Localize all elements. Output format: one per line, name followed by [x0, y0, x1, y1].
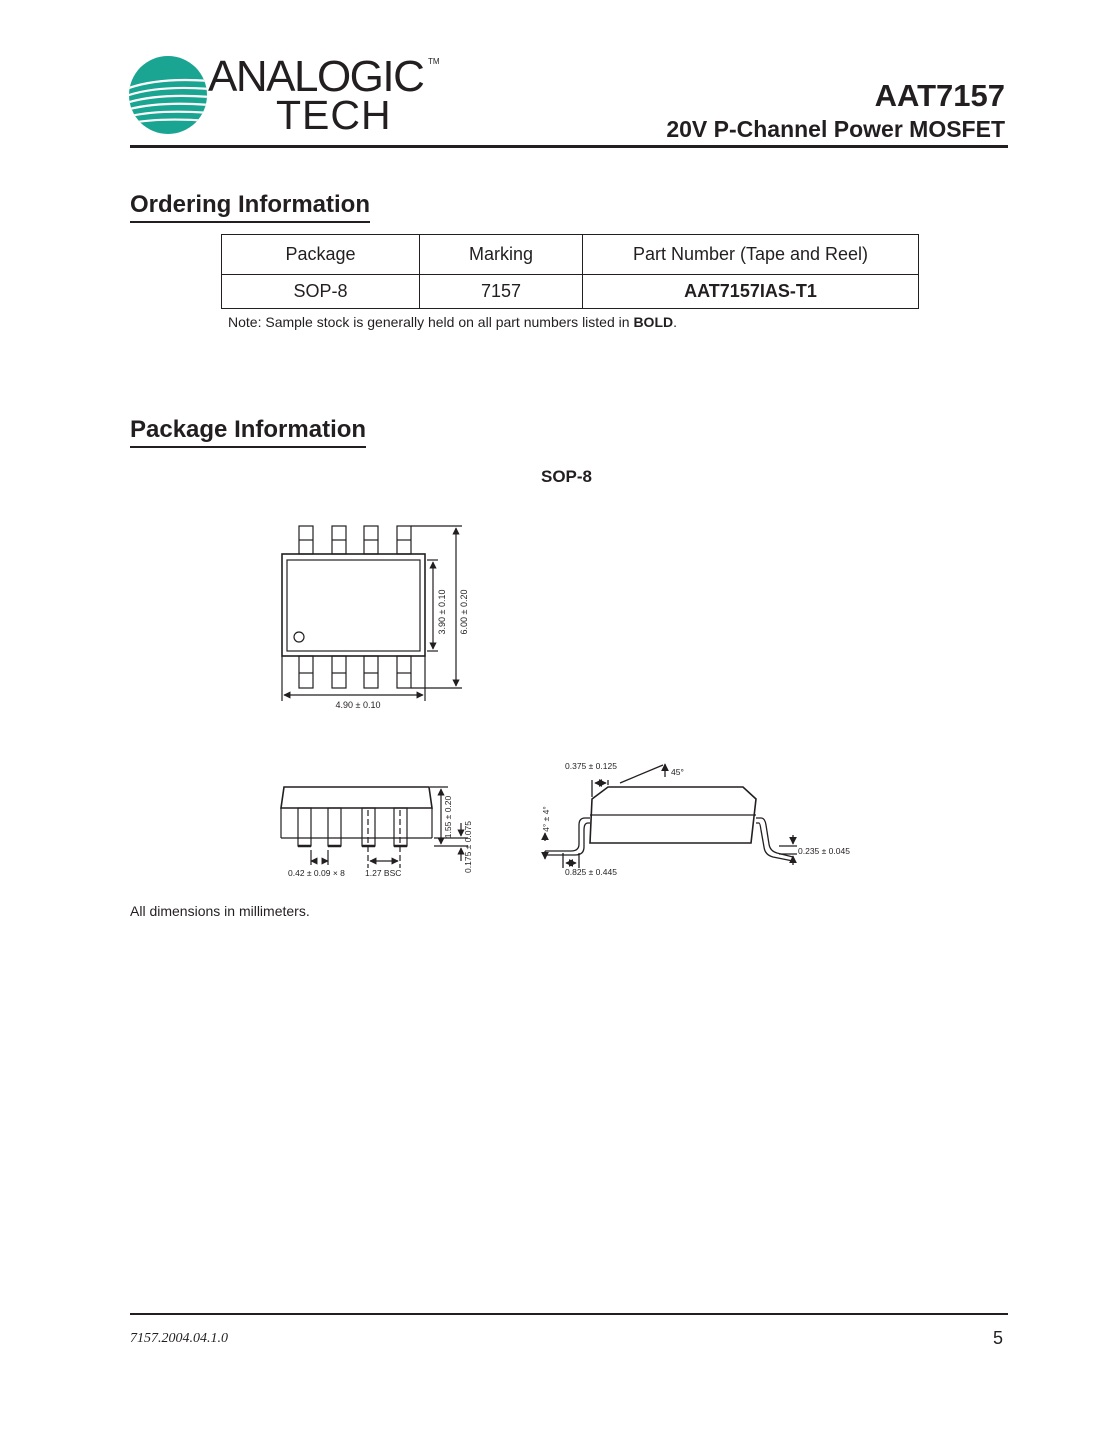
logo-wordmark-analogic: ANALOGIC	[208, 52, 425, 101]
ordering-table: Package Marking Part Number (Tape and Re…	[221, 234, 919, 309]
footer-divider	[130, 1313, 1008, 1315]
dim-overall-width: 6.00 ± 0.20	[459, 590, 469, 635]
cell-part-number: AAT7157IAS-T1	[582, 274, 919, 309]
package-caption: SOP-8	[541, 467, 593, 486]
cell-marking: 7157	[419, 274, 583, 309]
dim-body-length: 4.90 ± 0.10	[336, 700, 381, 710]
ordering-heading: Ordering Information	[130, 191, 370, 223]
dim-lead-width: 0.42 ± 0.09 × 8	[288, 868, 345, 878]
stock-note: Note: Sample stock is generally held on …	[228, 314, 677, 330]
units-note: All dimensions in millimeters.	[130, 903, 310, 919]
dim-chamfer: 0.375 ± 0.125	[565, 761, 617, 771]
note-period: .	[673, 314, 677, 330]
table-row: SOP-8 7157 AAT7157IAS-T1	[221, 274, 919, 309]
document-subtitle: 20V P-Channel Power MOSFET	[666, 116, 1005, 142]
note-text: Note: Sample stock is generally held on …	[228, 314, 634, 330]
package-heading: Package Information	[130, 416, 367, 448]
trademark-mark: TM	[428, 57, 440, 66]
column-header-marking: Marking	[419, 234, 583, 275]
dim-chamfer-angle: 45°	[671, 767, 684, 777]
dim-body-width: 3.90 ± 0.10	[437, 590, 447, 635]
top-view-drawing: 3.90 ± 0.10 6.00 ± 0.20 4.90 ± 0.10	[281, 525, 469, 710]
note-bold-word: BOLD	[633, 314, 674, 330]
table-header-row: Package Marking Part Number (Tape and Re…	[221, 234, 919, 275]
dim-package-height: 1.55 ± 0.20	[443, 795, 453, 838]
dim-foot-length: 0.825 ± 0.445	[565, 867, 617, 877]
side-view-drawing: 1.55 ± 0.20 0.175 ± 0.075 0.42 ± 0.09 × …	[280, 786, 473, 878]
dim-lead-angle: 4° ± 4°	[541, 806, 551, 832]
part-number-title: AAT7157	[874, 78, 1005, 113]
page-number: 5	[993, 1328, 1004, 1348]
header-divider	[130, 145, 1008, 148]
logo-wordmark-tech: TECH	[276, 92, 392, 138]
cell-package: SOP-8	[221, 274, 420, 309]
analogictech-logo	[129, 56, 207, 134]
dim-lead-pitch: 1.27 BSC	[365, 868, 401, 878]
column-header-part-number: Part Number (Tape and Reel)	[582, 234, 919, 275]
column-header-package: Package	[221, 234, 420, 275]
dim-lead-thickness: 0.235 ± 0.045	[798, 846, 850, 856]
dim-standoff: 0.175 ± 0.075	[463, 821, 473, 873]
document-code: 7157.2004.04.1.0	[130, 1331, 228, 1346]
end-view-drawing: 0.375 ± 0.125 45° 4° ± 4° 0.825 ± 0.445 …	[541, 761, 850, 877]
